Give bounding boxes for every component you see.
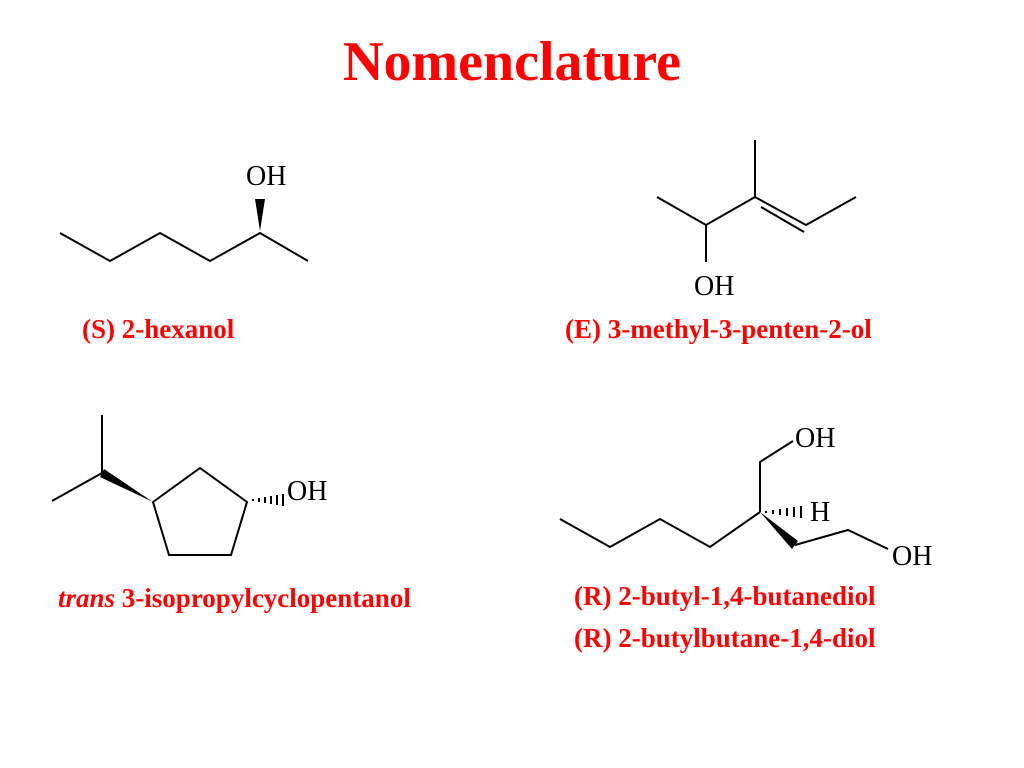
page-title: Nomenclature	[343, 31, 681, 93]
structure-3-isopropylcyclopentanol: OH	[51, 415, 327, 556]
isopropyl-bond-left	[51, 472, 103, 502]
carbon-chain	[59, 231, 309, 263]
hydroxyl-label: OH	[287, 476, 327, 507]
structure-3-methyl-3-penten-2-ol: OH	[656, 140, 857, 302]
hydroxyl-bottom-label: OH	[892, 541, 932, 572]
name-2-hexanol: (S) 2-hexanol	[82, 314, 235, 344]
stereo-prefix-trans: trans	[58, 583, 116, 613]
name-2-butylbutane-1-4-diol: (R) 2-butylbutane-1,4-diol	[574, 623, 876, 653]
wedge-bond	[760, 512, 798, 549]
structure-2-hexanol: OH	[59, 161, 309, 263]
hashed-bond	[252, 494, 284, 506]
name-2-butyl-1-4-butanediol: (R) 2-butyl-1,4-butanediol	[574, 581, 876, 611]
wedge-bond	[100, 469, 153, 502]
carbon-chain	[656, 195, 857, 227]
cyclopentane-ring	[151, 466, 249, 556]
hydroxymethyl-bond	[759, 440, 794, 512]
hashed-bond	[765, 506, 802, 518]
hydroxyethyl-bond	[794, 528, 889, 550]
double-bond-line	[760, 206, 805, 233]
hydroxyl-label: OH	[694, 271, 734, 302]
name-text: 3-isopropylcyclopentanol	[121, 583, 411, 613]
hydrogen-label: H	[810, 497, 830, 528]
wedge-bond	[255, 199, 265, 231]
butyl-chain	[559, 511, 761, 549]
name-3-isopropylcyclopentanol: trans 3-isopropylcyclopentanol	[58, 583, 411, 614]
structure-2-butyl-1-4-butanediol: OH H OH	[559, 423, 932, 572]
hydroxyl-label: OH	[246, 161, 286, 192]
hydroxyl-top-label: OH	[795, 423, 835, 454]
name-3-methyl-3-penten-2-ol: (E) 3-methyl-3-penten-2-ol	[565, 314, 872, 344]
